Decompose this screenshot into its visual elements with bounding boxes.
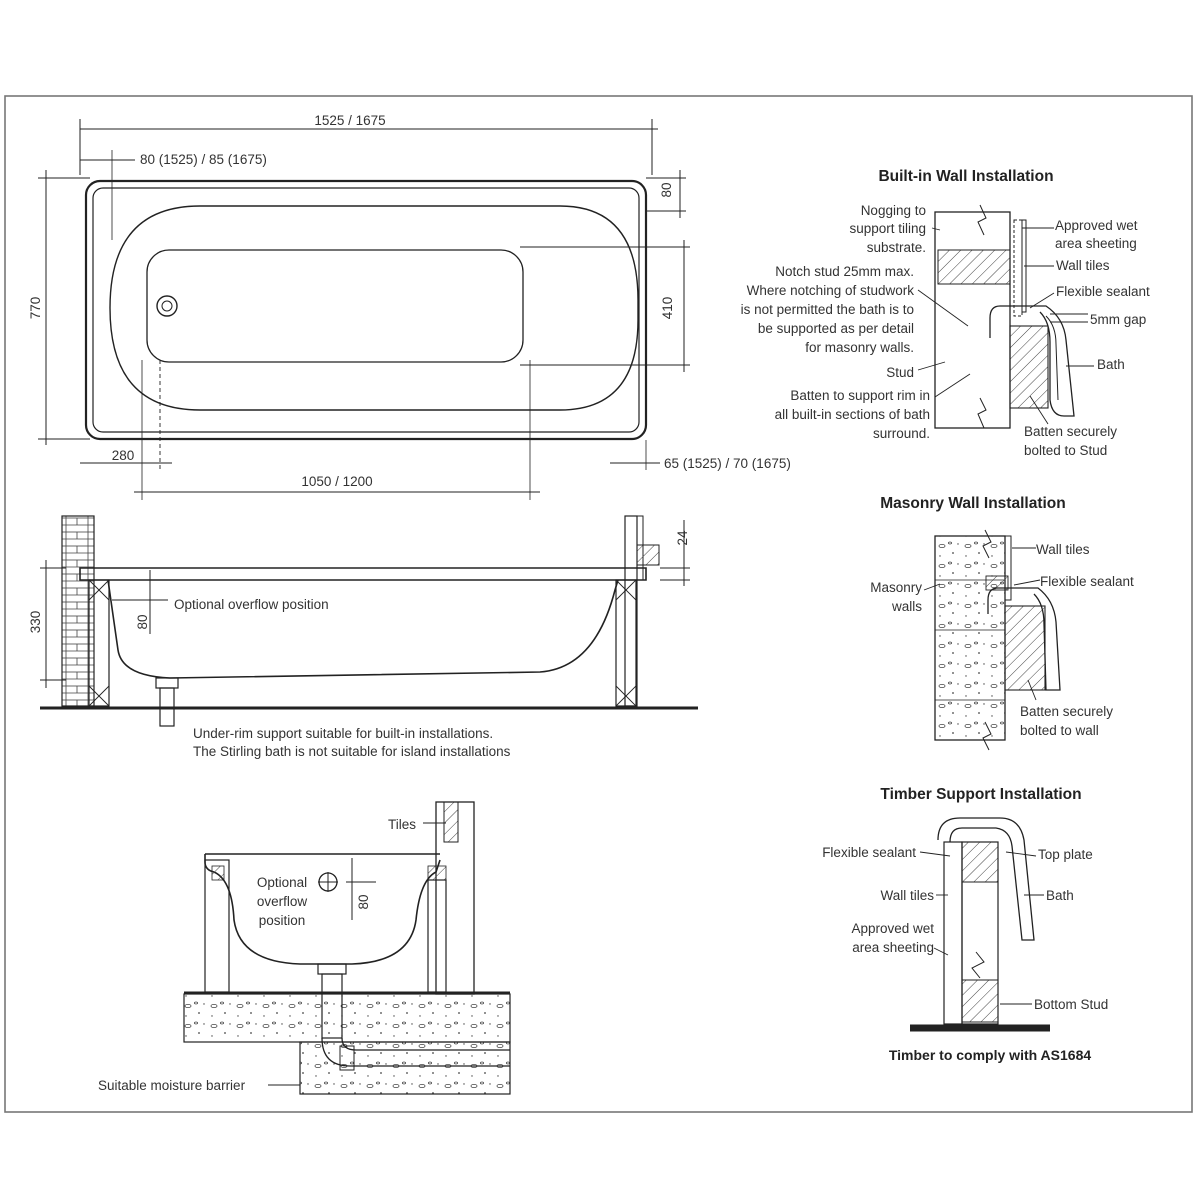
timber-detail [910,817,1050,1032]
support-note-line2: The Stirling bath is not suitable for is… [193,744,511,759]
section-overflow-line1: Optional [257,875,307,890]
width-label: 770 [28,297,43,320]
section-overflow-line3: position [259,913,306,928]
masonry-bolted-line2: bolted to wall [1020,723,1099,738]
masonry-detail [923,529,1061,751]
builtin-bath: Bath [1097,357,1125,372]
batten-line2: all built-in sections of bath [775,407,930,422]
timber-approved-line2: area sheeting [852,940,934,955]
diagram-frame [4,95,1193,1113]
approved-sheeting-line1: Approved wet [1055,218,1138,233]
moisture-barrier-label: Suitable moisture barrier [98,1078,246,1093]
overflow-drop-label: 80 [135,614,150,629]
nogging-line3: substrate. [867,240,926,255]
timber-title: Timber Support Installation [880,786,1081,803]
side-elevation [40,515,698,727]
section-overflow-drop: 80 [356,894,371,909]
builtin-bolted-line2: bolted to Stud [1024,443,1107,458]
floor-length-label: 1050 / 1200 [301,474,372,489]
end-rim-label: 80 (1525) / 85 (1675) [140,152,267,167]
masonry-bolted-line1: Batten securely [1020,704,1113,719]
builtin-detail [917,204,1094,429]
inner-width-label: 410 [660,297,675,320]
waste-outlet-icon [156,295,178,317]
timber-wall-tiles: Wall tiles [880,888,934,903]
notch-line3: is not permitted the bath is to [741,302,914,317]
support-note-line1: Under-rim support suitable for built-in … [193,726,493,741]
plan-view [38,119,690,500]
masonry-wall-tiles: Wall tiles [1036,542,1090,557]
builtin-title: Built-in Wall Installation [878,168,1053,185]
cross-section [183,801,511,1095]
builtin-sealant: Flexible sealant [1056,284,1150,299]
masonry-walls-line1: Masonry [870,580,922,595]
notch-line2: Where notching of studwork [747,283,915,298]
overall-length-label: 1525 / 1675 [314,113,385,128]
gap-label: 5mm gap [1090,312,1146,327]
batten-line3: surround. [873,426,930,441]
nogging-line1: Nogging to [861,203,926,218]
notch-line1: Notch stud 25mm max. [775,264,914,279]
waste-offset-label: 280 [112,448,135,463]
bottom-stud-label: Bottom Stud [1034,997,1108,1012]
builtin-bolted-line1: Batten securely [1024,424,1117,439]
foot-rim-label: 65 (1525) / 70 (1675) [664,456,791,471]
nogging-line2: support tiling [849,221,926,236]
stud-label: Stud [886,365,914,380]
timber-bath: Bath [1046,888,1074,903]
side-rim-label: 80 [659,182,674,197]
notch-line4: be supported as per detail [758,321,914,336]
tiles-label: Tiles [388,817,416,832]
timber-sealant: Flexible sealant [822,845,916,860]
timber-approved-line1: Approved wet [851,921,934,936]
overflow-position-label: Optional overflow position [174,597,329,612]
approved-sheeting-line2: area sheeting [1055,236,1137,251]
batten-line1: Batten to support rim in [790,388,930,403]
timber-compliance: Timber to comply with AS1684 [889,1047,1091,1063]
depth-label: 330 [28,611,43,634]
builtin-wall-tiles: Wall tiles [1056,258,1110,273]
masonry-title: Masonry Wall Installation [880,495,1065,512]
top-plate-label: Top plate [1038,847,1093,862]
section-overflow-line2: overflow [257,894,308,909]
masonry-sealant: Flexible sealant [1040,574,1134,589]
notch-line5: for masonry walls. [805,340,914,355]
rim-height-label: 24 [675,530,690,546]
masonry-walls-line2: walls [891,599,922,614]
